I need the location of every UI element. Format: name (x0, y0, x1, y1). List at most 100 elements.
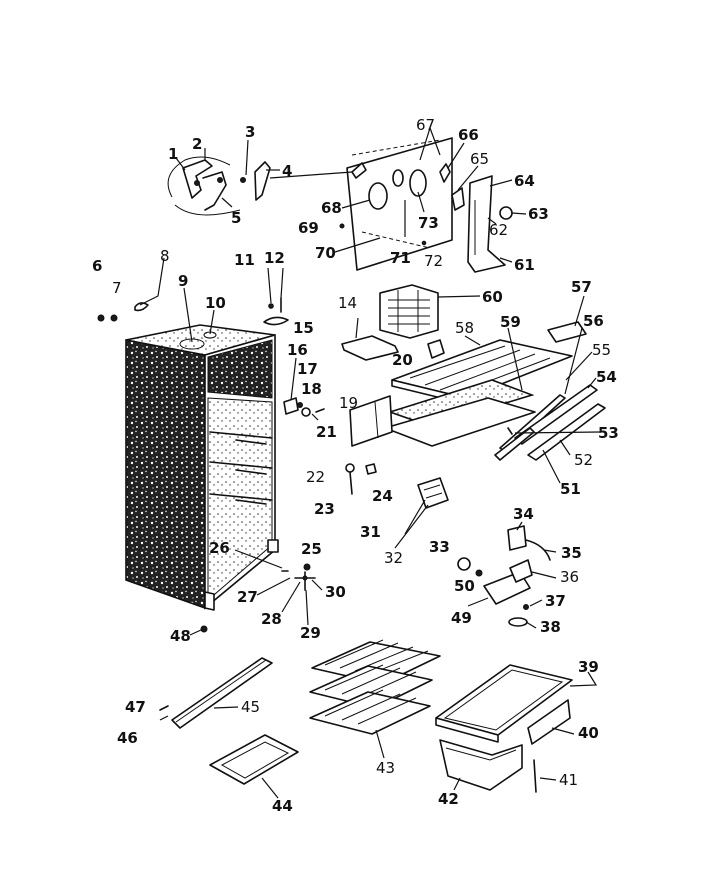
nut-25 (303, 563, 311, 571)
cabinet-upper-liner (207, 339, 273, 399)
hardware-22-24 (345, 463, 377, 495)
door-panel-front (349, 395, 393, 447)
part-label-2: 2 (192, 135, 202, 153)
part-label-67: 67 (416, 116, 435, 134)
bulb-33 (457, 557, 471, 571)
leader-12 (280, 267, 284, 299)
wire-shelves (309, 639, 441, 735)
grommet (368, 182, 388, 210)
shelf-bottom-grid (324, 689, 417, 725)
shelf-bottom (309, 691, 431, 735)
part-label-61: 61 (514, 256, 535, 274)
part-label-52: 52 (574, 451, 593, 469)
part-label-28: 28 (261, 610, 282, 628)
part-label-46: 46 (117, 729, 138, 747)
part-label-20: 20 (392, 351, 413, 369)
shelf-rail (209, 493, 273, 501)
hinge-outline-arc-lower (174, 204, 241, 216)
hinge-pin-bracket (254, 161, 271, 201)
leader-68 (341, 199, 371, 209)
part-label-55: 55 (592, 341, 611, 359)
part-label-29: 29 (300, 624, 321, 642)
part-label-58: 58 (455, 319, 474, 337)
screws-6-7-8 (97, 302, 149, 322)
part-label-43: 43 (376, 759, 395, 777)
nut-63 (499, 206, 513, 220)
leader-11 (267, 267, 272, 304)
leveling-parts (200, 563, 316, 633)
part-label-70: 70 (315, 244, 336, 262)
part-label-35: 35 (561, 544, 582, 562)
shelf-rail-dark (235, 499, 267, 505)
part-label-33: 33 (429, 538, 450, 556)
foot-48 (200, 625, 208, 633)
leader-42 (453, 777, 461, 791)
part-label-19: 19 (339, 394, 358, 412)
screw-11 (268, 303, 274, 309)
part-label-34: 34 (513, 505, 534, 523)
grommet-small (392, 169, 404, 187)
thermostat-body (417, 477, 449, 509)
part-label-8: 8 (160, 247, 170, 265)
part-label-37: 37 (545, 592, 566, 610)
shroud-60 (379, 284, 439, 339)
grommet (409, 169, 427, 197)
evaporator-plate (384, 397, 536, 447)
leader-57 (574, 295, 585, 327)
rail-51 (494, 427, 535, 461)
part-label-36: 36 (560, 568, 579, 586)
leader-66 (447, 142, 465, 169)
pan-44 (209, 734, 299, 785)
part-label-57: 57 (571, 278, 592, 296)
part-label-66: 66 (458, 126, 479, 144)
crisper-pan-42 (439, 739, 523, 791)
thermostat (417, 477, 449, 509)
hinge-screw (217, 177, 223, 183)
crisper-assembly (435, 664, 573, 793)
part-label-17: 17 (297, 360, 318, 378)
part-label-42: 42 (438, 790, 459, 808)
hub (302, 575, 308, 581)
part-label-15: 15 (293, 319, 314, 337)
leader-62 (487, 217, 497, 225)
crisper-cover-inner (443, 669, 564, 731)
leader-45 (213, 706, 239, 709)
freezer-shelves (349, 339, 573, 447)
part-label-68: 68 (321, 199, 342, 217)
part-label-30: 30 (325, 583, 346, 601)
part-label-31: 31 (360, 523, 381, 541)
leader-3 (245, 139, 249, 176)
part-label-41: 41 (559, 771, 578, 789)
part-label-56: 56 (583, 312, 604, 330)
leader-38 (525, 621, 537, 629)
shelf-rail (209, 431, 273, 439)
leader-67a (419, 127, 431, 161)
leader-30 (311, 579, 323, 591)
leader-59 (507, 327, 523, 391)
leader-37 (529, 599, 543, 607)
wire-35 (525, 539, 551, 561)
cabinet-side-panel (125, 339, 206, 610)
drip-pan (209, 734, 299, 785)
cross-28-29 (294, 571, 316, 591)
part-label-65: 65 (470, 150, 489, 168)
leader-5 (221, 197, 233, 208)
leader-29 (305, 589, 309, 626)
part-label-24: 24 (372, 487, 393, 505)
thermostat-detail (423, 484, 443, 499)
part-label-69: 69 (298, 219, 319, 237)
trim-45 (171, 657, 273, 729)
part-label-21: 21 (316, 423, 337, 441)
leader-60 (437, 295, 481, 298)
leader-49 (467, 597, 489, 607)
leader-54 (587, 377, 597, 389)
hinge-outline-arc (167, 156, 231, 198)
cap-15 (263, 316, 289, 326)
gasket-20 (427, 339, 445, 359)
part-label-14: 14 (338, 294, 357, 312)
part-label-50: 50 (454, 577, 475, 595)
part-label-5: 5 (231, 209, 241, 227)
rear-panel (346, 137, 453, 271)
leader-51 (542, 449, 561, 484)
evaporator-panel-assembly (339, 137, 513, 273)
